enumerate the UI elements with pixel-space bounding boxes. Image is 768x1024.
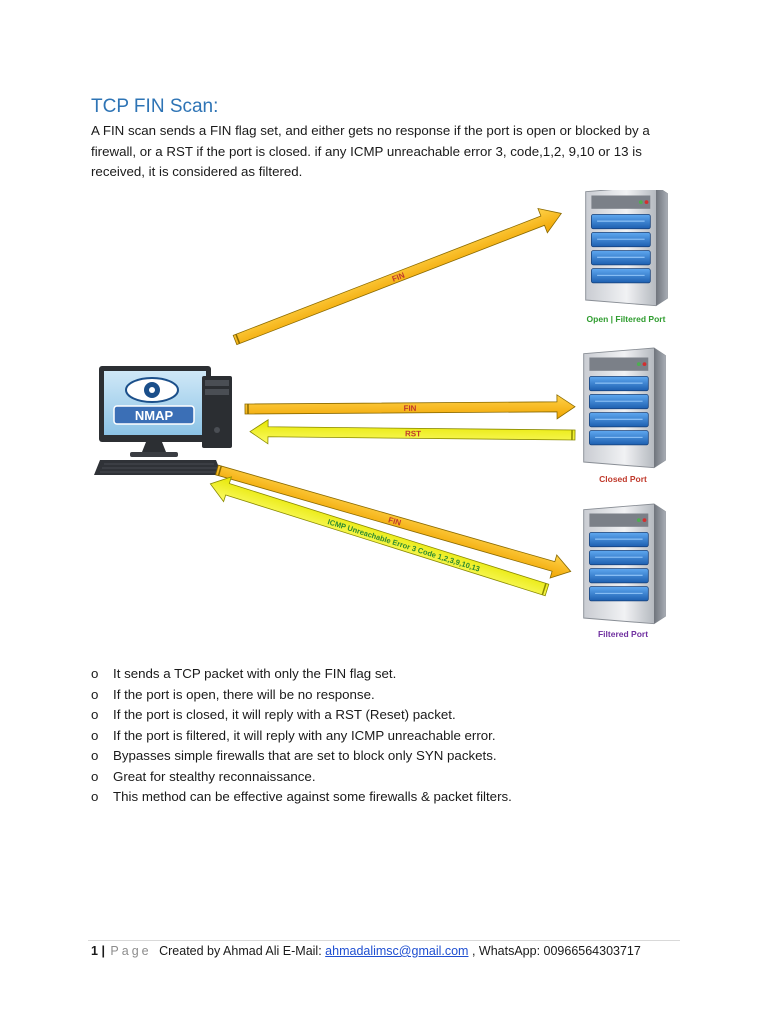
bullet-marker: o xyxy=(91,748,99,763)
footer-credit: Created by Ahmad Ali E-Mail: xyxy=(159,944,322,958)
list-item-text: Bypasses simple firewalls that are set t… xyxy=(113,748,497,763)
list-item-text: If the port is open, there will be no re… xyxy=(113,686,375,702)
list-item: o It sends a TCP packet with only the FIN… xyxy=(91,664,691,685)
list-item: o This method can be effective against so… xyxy=(91,787,691,808)
server-closed-port-icon xyxy=(583,347,666,469)
icmp-arrow-filtered-port: ICMP Unreachable Error 3 Code 1,2,3,9,10… xyxy=(209,476,550,597)
list-item: o Great for stealthy reconnaissance. xyxy=(91,767,691,788)
list-item: o If the port is filtered, it will reply … xyxy=(91,726,691,747)
list-item-text: It sends a TCP packet with only the FIN … xyxy=(113,666,397,681)
server-filtered-port-icon xyxy=(583,503,666,625)
list-item: o If the port is closed, it will reply wi… xyxy=(91,705,691,726)
list-item: o If the port is open, there will be no r… xyxy=(91,685,691,706)
fin-scan-diagram: NMAP FIN FIN xyxy=(94,190,668,639)
fin-arrow-filtered-label: FIN xyxy=(387,515,402,527)
nmap-workstation-icon: NMAP xyxy=(94,366,232,475)
page-title: TCP FIN Scan: xyxy=(91,96,219,117)
fin-arrow-open-port: FIN xyxy=(232,208,562,346)
bullet-marker: o xyxy=(91,789,99,804)
bullet-marker: o xyxy=(91,686,99,702)
bullet-list: o It sends a TCP packet with only the FIN… xyxy=(91,664,691,808)
footer-divider xyxy=(88,940,680,941)
list-item-text: If the port is closed, it will reply wit… xyxy=(113,707,456,722)
bullet-marker: o xyxy=(91,727,99,743)
rst-arrow-label: RST xyxy=(405,429,421,438)
email-link[interactable]: ahmadalimsc@gmail.com xyxy=(325,944,469,958)
list-item-text: If the port is filtered, it will reply w… xyxy=(113,727,496,743)
list-item-text: Great for stealthy reconnaissance. xyxy=(113,768,316,784)
fin-arrow-closed-label: FIN xyxy=(404,404,417,413)
list-item-text: This method can be effective against som… xyxy=(113,789,512,804)
footer-whatsapp: , WhatsApp: 00966564303717 xyxy=(471,944,641,958)
footer-separator: | xyxy=(101,944,105,958)
page-number: 1 xyxy=(91,944,98,958)
list-item: o Bypasses simple firewalls that are set … xyxy=(91,746,691,767)
server-open-port-icon xyxy=(585,190,668,307)
page-label: Page xyxy=(110,944,152,958)
fin-arrow-filtered-port: FIN xyxy=(215,464,572,579)
fin-arrow-open-label: FIN xyxy=(391,271,406,284)
server-filtered-port-label: Filtered Port xyxy=(598,629,648,639)
bullet-marker: o xyxy=(91,666,99,681)
intro-paragraph: A FIN scan sends a FIN flag set, and eit… xyxy=(91,123,650,179)
fin-arrow-closed-port: FIN xyxy=(244,394,576,420)
bullet-marker: o xyxy=(91,707,99,722)
bullet-marker: o xyxy=(91,768,99,784)
server-closed-port-label: Closed Port xyxy=(599,474,647,484)
page-footer: 1 | Page Created by Ahmad Ali E-Mail: ah… xyxy=(91,944,691,958)
nmap-logo-text: NMAP xyxy=(135,408,174,423)
server-open-port-label: Open | Filtered Port xyxy=(587,314,666,324)
rst-arrow-closed-port: RST xyxy=(249,419,576,445)
